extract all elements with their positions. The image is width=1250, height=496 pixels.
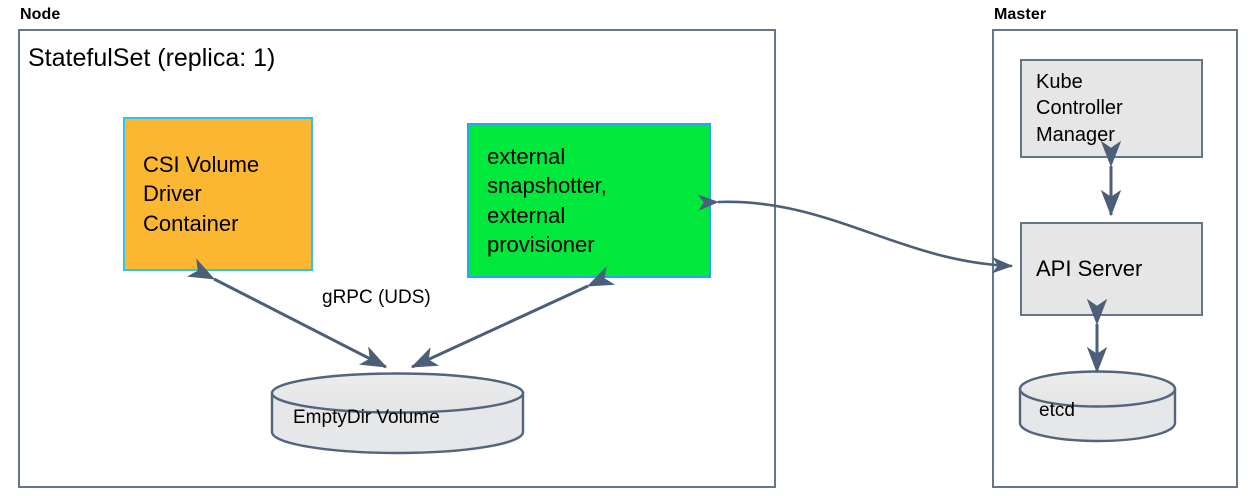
api-server-label: API Server [1036,256,1143,282]
node-group-label: Node [20,6,61,23]
master-group-label: Master [994,6,1047,23]
csi-volume-driver-container-label: CSI Volume Driver Container [143,152,260,236]
statefulset-title: StatefulSet (replica: 1) [28,44,276,72]
grpc-uds-edge-label: gRPC (UDS) [322,287,431,308]
api-server-box[interactable]: API Server [1020,222,1203,316]
kube-controller-manager-box[interactable]: Kube Controller Manager [1020,59,1203,158]
emptydir-volume-label: EmptyDir Volume [293,407,440,428]
csi-volume-driver-container-box[interactable]: CSI Volume Driver Container [123,117,313,271]
etcd-label: etcd [1039,400,1075,421]
kube-controller-manager-label: Kube Controller Manager [1036,70,1123,146]
external-controllers-label: external snapshotter, external provision… [487,144,607,257]
external-controllers-box[interactable]: external snapshotter, external provision… [467,123,711,278]
